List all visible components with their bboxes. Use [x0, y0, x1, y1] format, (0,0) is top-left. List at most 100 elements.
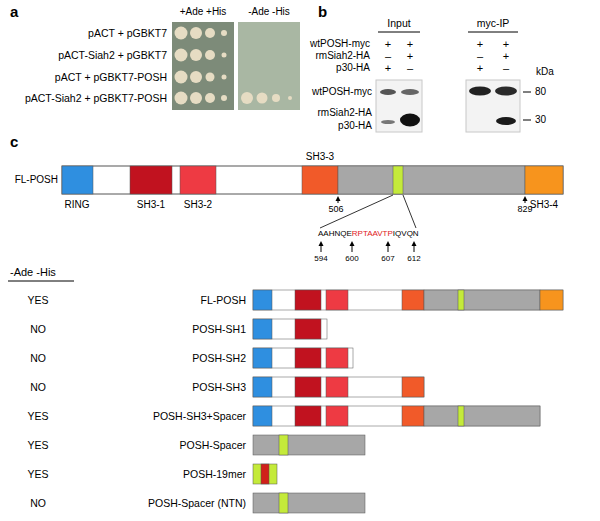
marker-size: 80 — [535, 86, 546, 98]
sequence-text: AAHNQE — [318, 229, 352, 238]
construct-name: POSH-Spacer (NTN) — [148, 497, 246, 509]
unit-label: kDa — [536, 66, 554, 78]
yeast-spot — [257, 93, 268, 104]
strain-label: pACT + pGBKT7-POSH — [55, 71, 167, 83]
blot-band — [401, 89, 419, 95]
yeast-spot — [272, 94, 280, 102]
sh3-domain — [180, 166, 216, 194]
sh3-domain — [540, 290, 563, 310]
domain-label: SH3-2 — [184, 199, 212, 211]
yeast-spot — [206, 73, 215, 82]
residue-number: 829 — [517, 204, 532, 214]
growth-result: NO — [30, 497, 46, 509]
sh3-domain — [295, 290, 321, 310]
sh3-domain — [402, 377, 424, 397]
arrow-head — [412, 241, 417, 246]
residue-number: 612 — [407, 254, 420, 263]
sign-symbol: + — [503, 50, 509, 63]
yeast-spot — [241, 92, 253, 104]
blot-band — [380, 89, 396, 95]
sh3-domain — [326, 406, 348, 426]
residue-arrow-heads — [319, 241, 417, 246]
yeast-plate — [172, 22, 234, 110]
spacer-region — [424, 290, 540, 310]
blot-band — [469, 87, 491, 96]
arrow-head — [523, 196, 528, 201]
arrow-head — [386, 241, 391, 246]
sh3-domain — [525, 166, 563, 194]
yeast-spot — [221, 95, 227, 101]
sign-symbol: – — [477, 50, 483, 63]
residue-arrows — [321, 244, 414, 252]
yeast-spot — [190, 27, 202, 39]
sh3-domain — [402, 290, 424, 310]
construct-name: POSH-19mer — [183, 468, 246, 480]
ring-domain — [253, 348, 272, 368]
row-label: rmSiah2-HA — [316, 50, 370, 62]
yeast-spot — [175, 49, 188, 62]
motif-region — [458, 290, 464, 310]
core-motif — [261, 464, 269, 484]
blot-band — [496, 117, 516, 125]
ring-domain — [253, 319, 272, 339]
sh3-domain — [130, 166, 172, 194]
strain-label: pACT-Siah2 + pGBKT7 — [58, 49, 167, 61]
sequence-text: RPTAAVTP — [352, 229, 393, 238]
construct-name: POSH-Spacer — [179, 439, 246, 451]
growth-result: YES — [27, 294, 48, 306]
motif-region — [279, 435, 288, 455]
yeast-spot — [205, 50, 215, 60]
row-label: wtPOSH-myc — [310, 38, 370, 50]
marker-size: 30 — [535, 114, 546, 126]
sh3-domain — [326, 348, 348, 368]
marker-tick — [523, 92, 531, 93]
arrow-head — [336, 196, 341, 201]
group-header: myc-IP — [477, 17, 510, 29]
yeast-spots — [175, 27, 293, 105]
panel-letter: c — [10, 133, 18, 150]
construct-name: POSH-SH1 — [192, 323, 246, 335]
growth-result: NO — [30, 323, 46, 335]
domain-label: RING — [65, 199, 90, 211]
construct-bars — [253, 290, 563, 513]
sign-symbol: – — [407, 62, 413, 75]
yeast-plate — [238, 22, 300, 110]
protein-bar — [253, 319, 327, 339]
construct-name: POSH-SH2 — [192, 352, 246, 364]
growth-result: YES — [27, 410, 48, 422]
domain-label: SH3-1 — [137, 199, 165, 211]
yeast-spot — [205, 28, 215, 38]
spacer-region — [338, 166, 525, 194]
spacer-region — [253, 493, 365, 513]
sh3-domain — [295, 406, 321, 426]
yeast-spot — [175, 92, 188, 105]
panel-letter: a — [10, 3, 18, 20]
sign-symbol: + — [385, 38, 391, 51]
header-rule — [8, 281, 74, 282]
residue-number: 600 — [345, 254, 358, 263]
motif-region — [458, 406, 464, 426]
band-label: wtPOSH-myc — [312, 86, 372, 98]
group-line — [468, 32, 518, 33]
sh3-domain — [302, 166, 338, 194]
spacer-region — [424, 406, 540, 426]
motif-region — [253, 464, 277, 484]
marker-tick — [523, 120, 531, 121]
growth-result: NO — [30, 381, 46, 393]
sign-symbol: – — [385, 50, 391, 63]
ring-domain — [253, 377, 272, 397]
arrow-head — [319, 241, 324, 246]
group-header: Input — [387, 17, 410, 29]
growth-result: YES — [27, 439, 48, 451]
ring-domain — [253, 406, 272, 426]
column-header: -Ade -His — [248, 6, 290, 18]
sign-symbol: + — [407, 38, 413, 51]
residue-number: 594 — [314, 254, 327, 263]
construct-name: FL-POSH — [200, 294, 246, 306]
yeast-spot — [205, 93, 215, 103]
ring-domain — [253, 290, 272, 310]
yeast-spot — [190, 71, 202, 83]
blot-panel — [376, 80, 422, 132]
yeast-spot — [190, 49, 202, 61]
arrow-head — [350, 241, 355, 246]
